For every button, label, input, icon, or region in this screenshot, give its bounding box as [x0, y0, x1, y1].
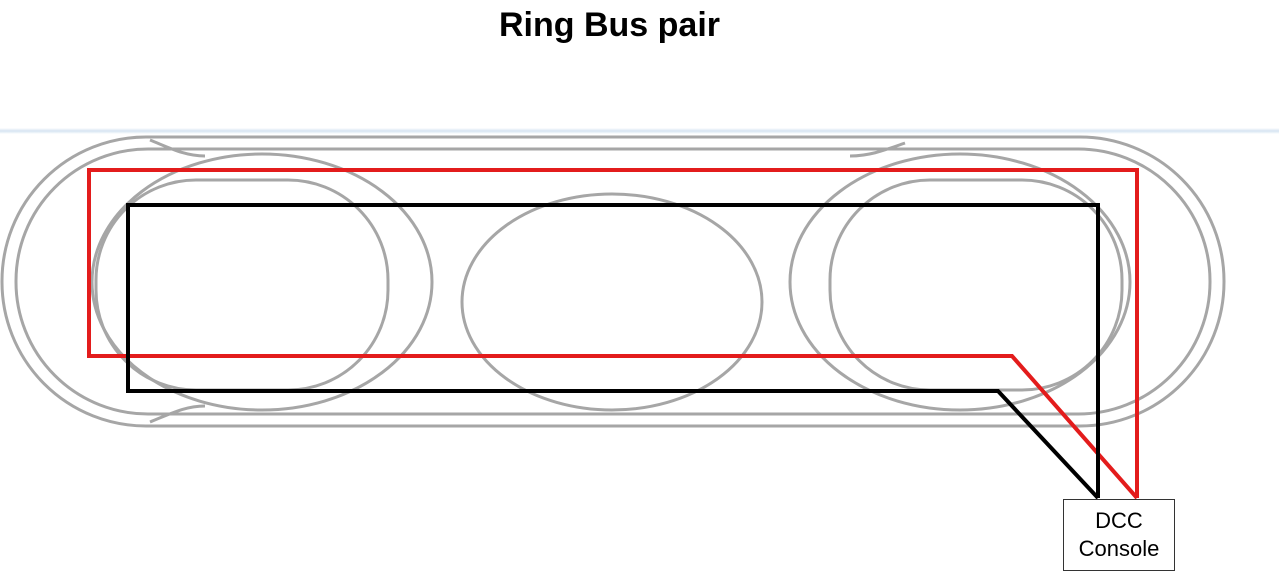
black-bus-wire [126, 203, 1100, 500]
left-loop-inner [94, 178, 390, 392]
right-loop-inner [828, 178, 1124, 392]
outer-track-loop-inner-rail [14, 147, 1212, 416]
outer-track-loop [0, 135, 1226, 428]
console-label-line1: DCC [1095, 508, 1143, 533]
dcc-console: DCC Console [1063, 499, 1175, 571]
center-loop [460, 192, 764, 412]
right-loop-outer [788, 152, 1132, 412]
track-plan [0, 135, 1226, 428]
right-crossover-top [849, 141, 906, 158]
left-crossover-top [149, 138, 206, 158]
red-bus-wire [87, 168, 1139, 500]
left-loop-outer [90, 152, 434, 412]
left-crossover-bottom [149, 404, 206, 424]
diagram-title: Ring Bus pair [498, 6, 721, 44]
title-divider [0, 128, 1279, 134]
console-label-line2: Console [1078, 536, 1160, 561]
